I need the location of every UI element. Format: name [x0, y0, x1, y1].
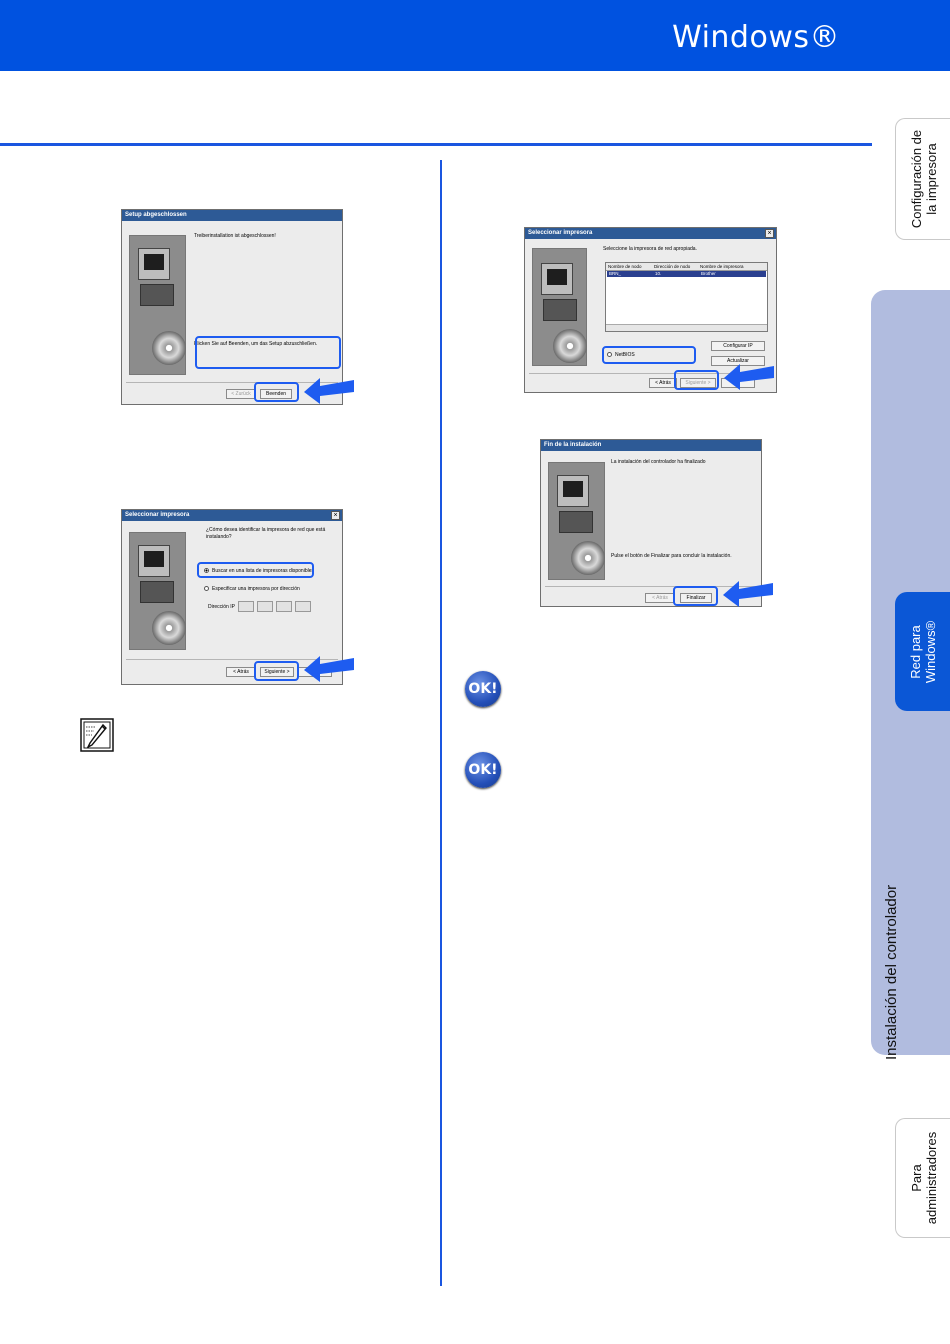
printer-list[interactable]: Nombre de nodo Dirección de nodo Nombre … — [605, 262, 768, 332]
ip-octet-2[interactable] — [256, 601, 273, 612]
next-button[interactable]: Siguiente > — [260, 667, 294, 677]
tower-icon — [543, 299, 577, 321]
cd-icon — [571, 541, 605, 575]
ip-label: Dirección IP — [208, 603, 235, 610]
arrow-icon — [304, 656, 354, 682]
radio-specify-address-label: Especificar una impresora por dirección — [212, 586, 300, 592]
radio-netbios[interactable]: NetBIOS — [607, 352, 687, 359]
header-rule — [0, 143, 872, 146]
radio-search-list[interactable]: Buscar en una lista de impresoras dispon… — [204, 568, 334, 575]
header-title: Windows® — [672, 20, 840, 55]
finish-button[interactable]: Finalizar — [680, 593, 712, 603]
back-button[interactable]: < Atrás — [649, 378, 677, 388]
configure-ip-button[interactable]: Configurar IP — [711, 341, 765, 351]
close-icon[interactable]: × — [331, 511, 340, 520]
radio-icon — [204, 586, 209, 592]
dialog-title: Setup abgeschlossen — [122, 210, 342, 221]
monitor-icon — [557, 475, 589, 507]
highlight-next-button — [254, 661, 299, 681]
ok-badge: OK! — [465, 671, 501, 707]
ok-badge: OK! — [465, 752, 501, 788]
highlight-search-option — [197, 562, 314, 578]
ip-octet-4[interactable] — [294, 601, 311, 612]
back-button[interactable]: < Zurück — [226, 389, 256, 399]
tab-para-administradores-label: Para administradores — [908, 1131, 939, 1225]
cd-icon — [152, 611, 186, 645]
ip-octet-1[interactable] — [237, 601, 254, 612]
dialog-separator — [529, 373, 772, 374]
list-header: Nombre de nodo Dirección de nodo Nombre … — [606, 263, 767, 271]
dialog-separator — [545, 586, 757, 587]
dialog-message: La instalación del controlador ha finali… — [611, 459, 706, 465]
tab-configuracion[interactable]: Configuración de la impresora — [895, 118, 950, 240]
highlight-instruction — [195, 336, 341, 369]
computer-illustration — [129, 532, 186, 650]
monitor-icon — [138, 545, 170, 577]
cd-icon — [152, 331, 186, 365]
dialog-instruction: Klicken Sie auf Beenden, um das Setup ab… — [194, 341, 318, 347]
monitor-icon — [138, 248, 170, 280]
column-divider — [440, 160, 442, 1286]
note-icon — [80, 718, 114, 752]
radio-search-list-label: Buscar en una lista de impresoras dispon… — [212, 568, 314, 574]
highlight-finish-button — [254, 382, 299, 402]
dialog-question: ¿Cómo desea identificar la impresora de … — [206, 527, 326, 540]
tab-para-administradores[interactable]: Para administradores — [895, 1118, 950, 1238]
back-button[interactable]: < Atrás — [226, 667, 256, 677]
dialog-message: Treiberinstallation ist abgeschlossen! — [194, 233, 276, 239]
tower-icon — [559, 511, 593, 533]
arrow-icon — [724, 364, 774, 390]
dialog-setup-complete: Setup abgeschlossen Treiberinstallation … — [121, 209, 343, 405]
ip-address-row: Dirección IP — [208, 601, 338, 612]
list-item[interactable]: BRN_ 10. Brother — [607, 271, 766, 277]
column-printer-name[interactable]: Nombre de impresora — [700, 264, 744, 269]
arrow-icon — [723, 581, 773, 607]
cell-printer-name: Brother — [701, 271, 716, 276]
back-button[interactable]: < Atrás — [645, 593, 675, 603]
dialog-instruction: Seleccione la impresora de red apropiada… — [603, 246, 697, 252]
dialog-title: Seleccionar impresora — [122, 510, 342, 521]
dialog-select-printer-2: Seleccionar impresora × Seleccione la im… — [524, 227, 777, 393]
tower-icon — [140, 581, 174, 603]
refresh-button[interactable]: Actualizar — [711, 356, 765, 366]
radio-icon — [607, 352, 612, 358]
radio-specify-address[interactable]: Especificar una impresora por dirección — [204, 586, 334, 593]
header-bar — [0, 0, 950, 71]
dialog-title: Fin de la instalación — [541, 440, 761, 451]
highlight-next-button — [674, 370, 719, 390]
close-icon[interactable]: × — [765, 229, 774, 238]
dialog-separator — [126, 382, 338, 383]
horizontal-scrollbar[interactable] — [606, 324, 767, 331]
ip-octet-3[interactable] — [275, 601, 292, 612]
radio-netbios-label: NetBIOS — [615, 352, 635, 358]
highlight-finish-button — [673, 586, 718, 606]
finish-button[interactable]: Beenden — [260, 389, 292, 399]
arrow-icon — [304, 378, 354, 404]
radio-icon — [204, 568, 209, 574]
column-node-name[interactable]: Nombre de nodo — [608, 264, 642, 269]
tab-configuracion-label: Configuración de la impresora — [908, 129, 939, 229]
highlight-netbios — [602, 346, 696, 364]
computer-illustration — [129, 235, 186, 375]
tab-red-para-windows-label: Red para Windows® — [907, 620, 938, 683]
dialog-installation-finished: Fin de la instalación La instalación del… — [540, 439, 762, 607]
next-button[interactable]: Siguiente > — [680, 378, 716, 388]
dialog-title: Seleccionar impresora — [525, 228, 776, 239]
computer-illustration — [532, 248, 587, 366]
tower-icon — [140, 284, 174, 306]
tab-red-para-windows[interactable]: Red para Windows® — [895, 592, 950, 711]
cell-node-name: BRN_ — [609, 271, 622, 276]
column-node-address[interactable]: Dirección de nodo — [654, 264, 691, 269]
dialog-select-printer-1: Seleccionar impresora × ¿Cómo desea iden… — [121, 509, 343, 685]
cd-icon — [553, 329, 587, 363]
cell-node-address: 10. — [655, 271, 662, 276]
dialog-instruction: Pulse el botón de Finalizar para conclui… — [611, 553, 732, 559]
computer-illustration — [548, 462, 605, 580]
dialog-separator — [126, 659, 338, 660]
side-panel-label: Instalación del controlador — [883, 884, 900, 1060]
monitor-icon — [541, 263, 573, 295]
